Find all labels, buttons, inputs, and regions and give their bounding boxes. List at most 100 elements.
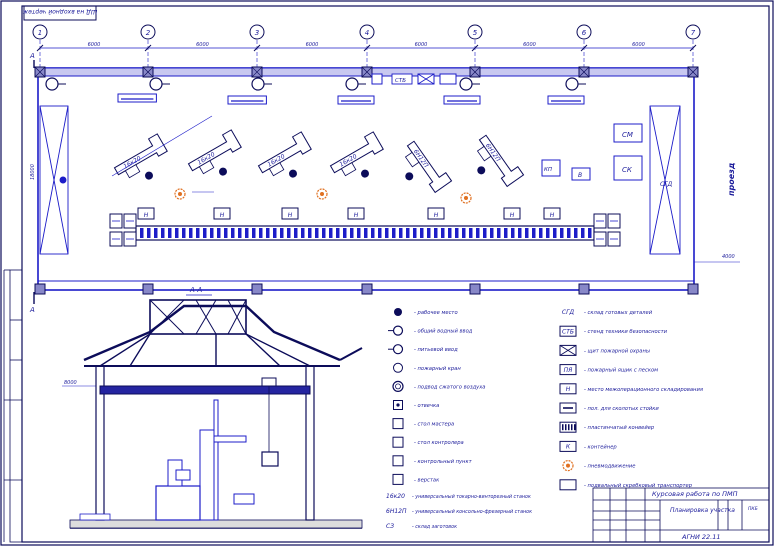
- legend-code: Н: [566, 386, 571, 393]
- pneumo-core: [566, 463, 570, 468]
- column: [142, 283, 154, 295]
- conveyor-slat: [568, 424, 570, 431]
- conveyor-slat: [539, 228, 543, 238]
- workbench-icon: [392, 473, 404, 485]
- axis-circle: [359, 24, 375, 40]
- column: [687, 283, 699, 295]
- axis-label: 2: [146, 29, 151, 37]
- ck-box: [613, 155, 643, 181]
- legend-item: - щит пожарной охраны: [559, 344, 650, 356]
- legend-item: - питьевой ввод: [388, 344, 458, 355]
- section-mark-bottom: А: [29, 306, 35, 314]
- column-x: [361, 66, 373, 78]
- crane-beam: [99, 385, 311, 395]
- dim-value: 6000: [196, 42, 209, 48]
- conveyor-slat: [434, 228, 438, 238]
- end-containers: [109, 213, 621, 247]
- conveyor-slat: [182, 228, 186, 238]
- sink-dot: [396, 403, 400, 407]
- axis-label: 4: [365, 29, 369, 37]
- conveyor-slat: [231, 228, 235, 238]
- kp-label: КП: [544, 167, 552, 173]
- column: [578, 283, 590, 295]
- conveyor-slat: [245, 228, 249, 238]
- column-x: [469, 66, 481, 78]
- rotated-label: ШД на входной чертеж: [22, 8, 97, 15]
- conveyor-slat: [266, 228, 270, 238]
- conveyor-slat: [560, 228, 564, 238]
- conveyor-slat: [329, 228, 333, 238]
- title-small: ПКБ: [748, 506, 758, 512]
- air-supply-core: [178, 192, 182, 196]
- conveyor-slat: [588, 228, 592, 238]
- legend-item: - пневмодвижение: [562, 460, 635, 472]
- axis-label: 5: [473, 29, 478, 37]
- wall-cabinet: [337, 95, 375, 105]
- worker-icon: [361, 169, 369, 178]
- fire-board-x: [417, 73, 435, 85]
- conveyor-slat: [581, 228, 585, 238]
- legend-text: - пневмодвижение: [584, 464, 635, 470]
- conveyor-slat: [259, 228, 263, 238]
- conveyor-slat: [189, 228, 193, 238]
- leader-line: [111, 115, 213, 177]
- wall-cabinet: [227, 95, 267, 105]
- sink-icon: [371, 73, 383, 85]
- column-x: [34, 66, 46, 78]
- legend-code-item: СЗ- склад заготовок: [386, 523, 457, 530]
- conveyor-slat: [294, 228, 298, 238]
- section-view: А-А 8000: [62, 286, 363, 529]
- worker-icon: [145, 171, 153, 180]
- gate-right: [649, 105, 681, 255]
- conveyor-slat: [364, 228, 368, 238]
- station-box: [427, 207, 445, 220]
- conveyor-slat: [462, 228, 466, 238]
- conveyor-slat: [140, 228, 144, 238]
- legend-text: - место межоперационного складирования: [584, 387, 703, 393]
- legend-item: - контрольный пункт: [392, 455, 473, 467]
- legend-code: СЗ: [386, 523, 394, 530]
- station-label: Н: [434, 212, 439, 219]
- right-dimension: 4000: [722, 254, 735, 260]
- dim-tick: [471, 44, 479, 52]
- conveyor-slat: [525, 228, 529, 238]
- worker-icon: [394, 308, 402, 316]
- legend-item: - подвод сжатого воздуха: [392, 380, 485, 392]
- legend-item: К- контейнер: [559, 440, 617, 452]
- worker-icon: [219, 167, 227, 176]
- air-supply-core: [320, 192, 324, 196]
- section-structure: [69, 299, 363, 529]
- spd-label: СГД: [660, 181, 673, 188]
- machine-base: [404, 151, 420, 168]
- legend-text: - щит пожарной охраны: [584, 348, 650, 354]
- machine-base: [198, 160, 215, 175]
- axis-circle: [140, 24, 156, 40]
- fountain-icon: [45, 77, 59, 91]
- sheet-code: АГНИ 22.11: [681, 533, 721, 541]
- legend-text: - пластинчатый конвейер: [584, 425, 655, 431]
- roof-extension: [339, 347, 363, 361]
- legend-text: - универсальный токарно-винторезный стан…: [412, 494, 531, 500]
- crane-trolley: [261, 377, 277, 387]
- legend-text: - стол мастера: [414, 422, 454, 428]
- fountain-icon: [459, 77, 473, 91]
- conveyor-slat: [504, 228, 508, 238]
- conveyor-slat: [565, 424, 567, 431]
- dim-value: 6000: [523, 42, 536, 48]
- conveyor-slat: [343, 228, 347, 238]
- legend-text: - универсальный консольно-фрезерный стан…: [412, 509, 532, 515]
- truss-brace: [149, 299, 185, 335]
- conveyor-slat: [567, 228, 571, 238]
- cm-label: СМ: [622, 131, 633, 139]
- legend-code: СТБ: [562, 328, 574, 335]
- crane-load: [261, 451, 279, 467]
- legend-item: - пожарный кран: [393, 362, 461, 373]
- conveyor-slat: [420, 228, 424, 238]
- legend-item: - подвальный скребковый транспортер: [559, 479, 693, 491]
- legend-text: - рабочее место: [414, 310, 458, 316]
- dim-tick: [689, 44, 697, 52]
- machine-base: [124, 164, 141, 179]
- worker-icon: [289, 169, 297, 178]
- station-label: Н: [550, 212, 555, 219]
